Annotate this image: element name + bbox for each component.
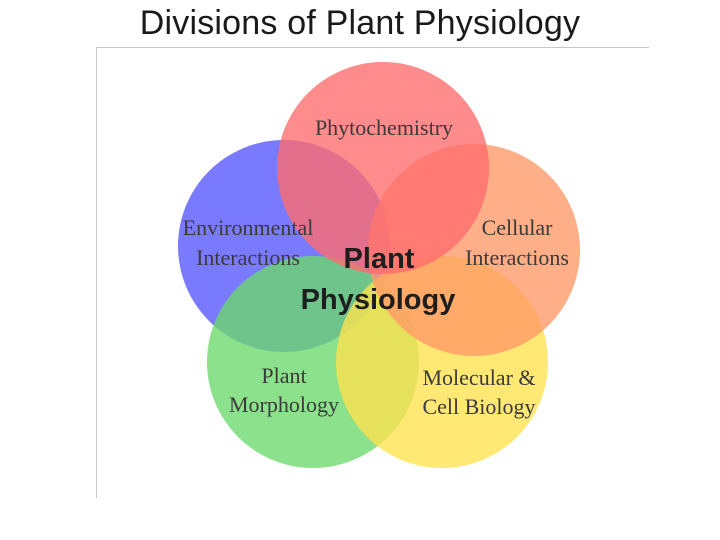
petal-label-line: Cell Biology — [422, 394, 535, 419]
petal-circle-phytochemistry — [277, 62, 489, 274]
petal-label-plant-morphology: Plant Morphology — [229, 363, 339, 417]
center-label-line1: Plant — [344, 243, 415, 275]
diagram-frame — [96, 47, 649, 498]
petal-label-line: Phytochemistry — [315, 115, 453, 140]
petal-label-line: Cellular — [482, 215, 554, 240]
center-label: Plant Physiology — [301, 243, 456, 316]
petal-label-environmental-interactions: Environmental Interactions — [183, 215, 314, 270]
center-label-line2: Physiology — [301, 284, 456, 316]
venn-circles — [178, 62, 580, 468]
petal-label-phytochemistry: Phytochemistry — [315, 115, 453, 140]
petal-label-line: Morphology — [229, 392, 339, 417]
petal-label-line: Interactions — [196, 245, 300, 270]
petal-label-line: Interactions — [465, 245, 569, 270]
petal-label-line: Environmental — [183, 215, 314, 240]
petal-label-line: Plant — [261, 363, 306, 388]
petal-label-molecular-cell-biology: Molecular & Cell Biology — [422, 365, 535, 419]
petal-label-line: Molecular & — [422, 365, 535, 390]
petal-label-cellular-interactions: Cellular Interactions — [465, 215, 569, 270]
slide-title: Divisions of Plant Physiology — [139, 4, 581, 42]
